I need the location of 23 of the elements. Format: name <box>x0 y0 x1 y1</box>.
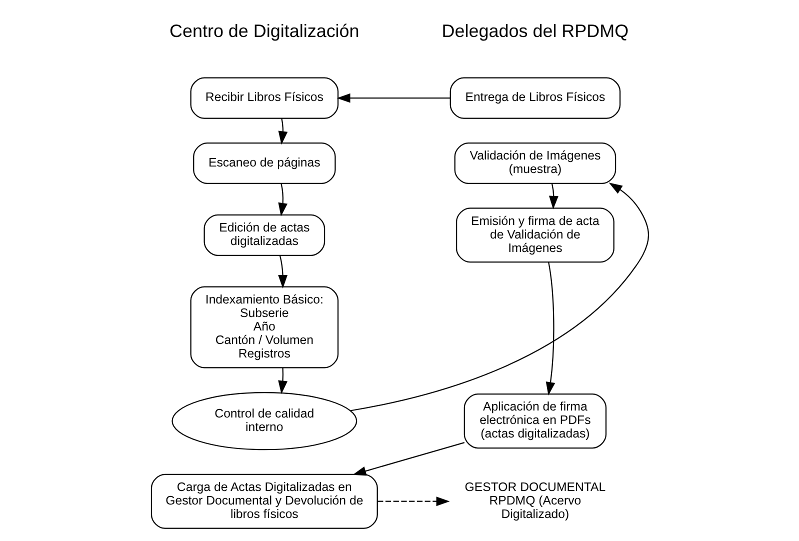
label: Centro de Digitalización <box>169 21 359 42</box>
node-box: Entrega de Libros Físicos <box>449 77 620 119</box>
node-box: Escaneo de páginas <box>192 142 336 184</box>
node-box: Aplicación de firma electrónica en PDFs (actas digitalizadas) <box>463 394 606 449</box>
arrow <box>278 118 288 145</box>
arrow <box>377 496 450 506</box>
arrow <box>278 368 287 394</box>
label: Delegados del RPDMQ <box>441 21 628 42</box>
arrow <box>336 93 450 103</box>
node-box: Carga de Actas Digitalizadas en Gestor Documental y Devolución de libros físicos <box>150 474 378 529</box>
node-box: Indexamiento Básico: Subserie Año Cantón / Volumen Registros <box>190 286 338 368</box>
arrow <box>545 262 555 396</box>
arrow <box>352 442 464 476</box>
arrow <box>278 184 288 216</box>
node-box: Emisión y firma de acta de Validación de Imágenes <box>455 208 614 263</box>
node-box: Validación de Imágenes (muestra) <box>454 142 616 184</box>
node-text: GESTOR DOCUMENTAL RPDMQ (Acervo Digitalizado) <box>464 480 606 521</box>
arrow <box>548 184 558 210</box>
node-box: Edición de actas digitalizadas <box>203 214 325 256</box>
arrow <box>350 182 648 412</box>
arrow <box>278 256 288 288</box>
node-ellipse: Control de calidad interno <box>171 392 357 450</box>
node-box: Recibir Libros Físicos <box>190 77 338 119</box>
